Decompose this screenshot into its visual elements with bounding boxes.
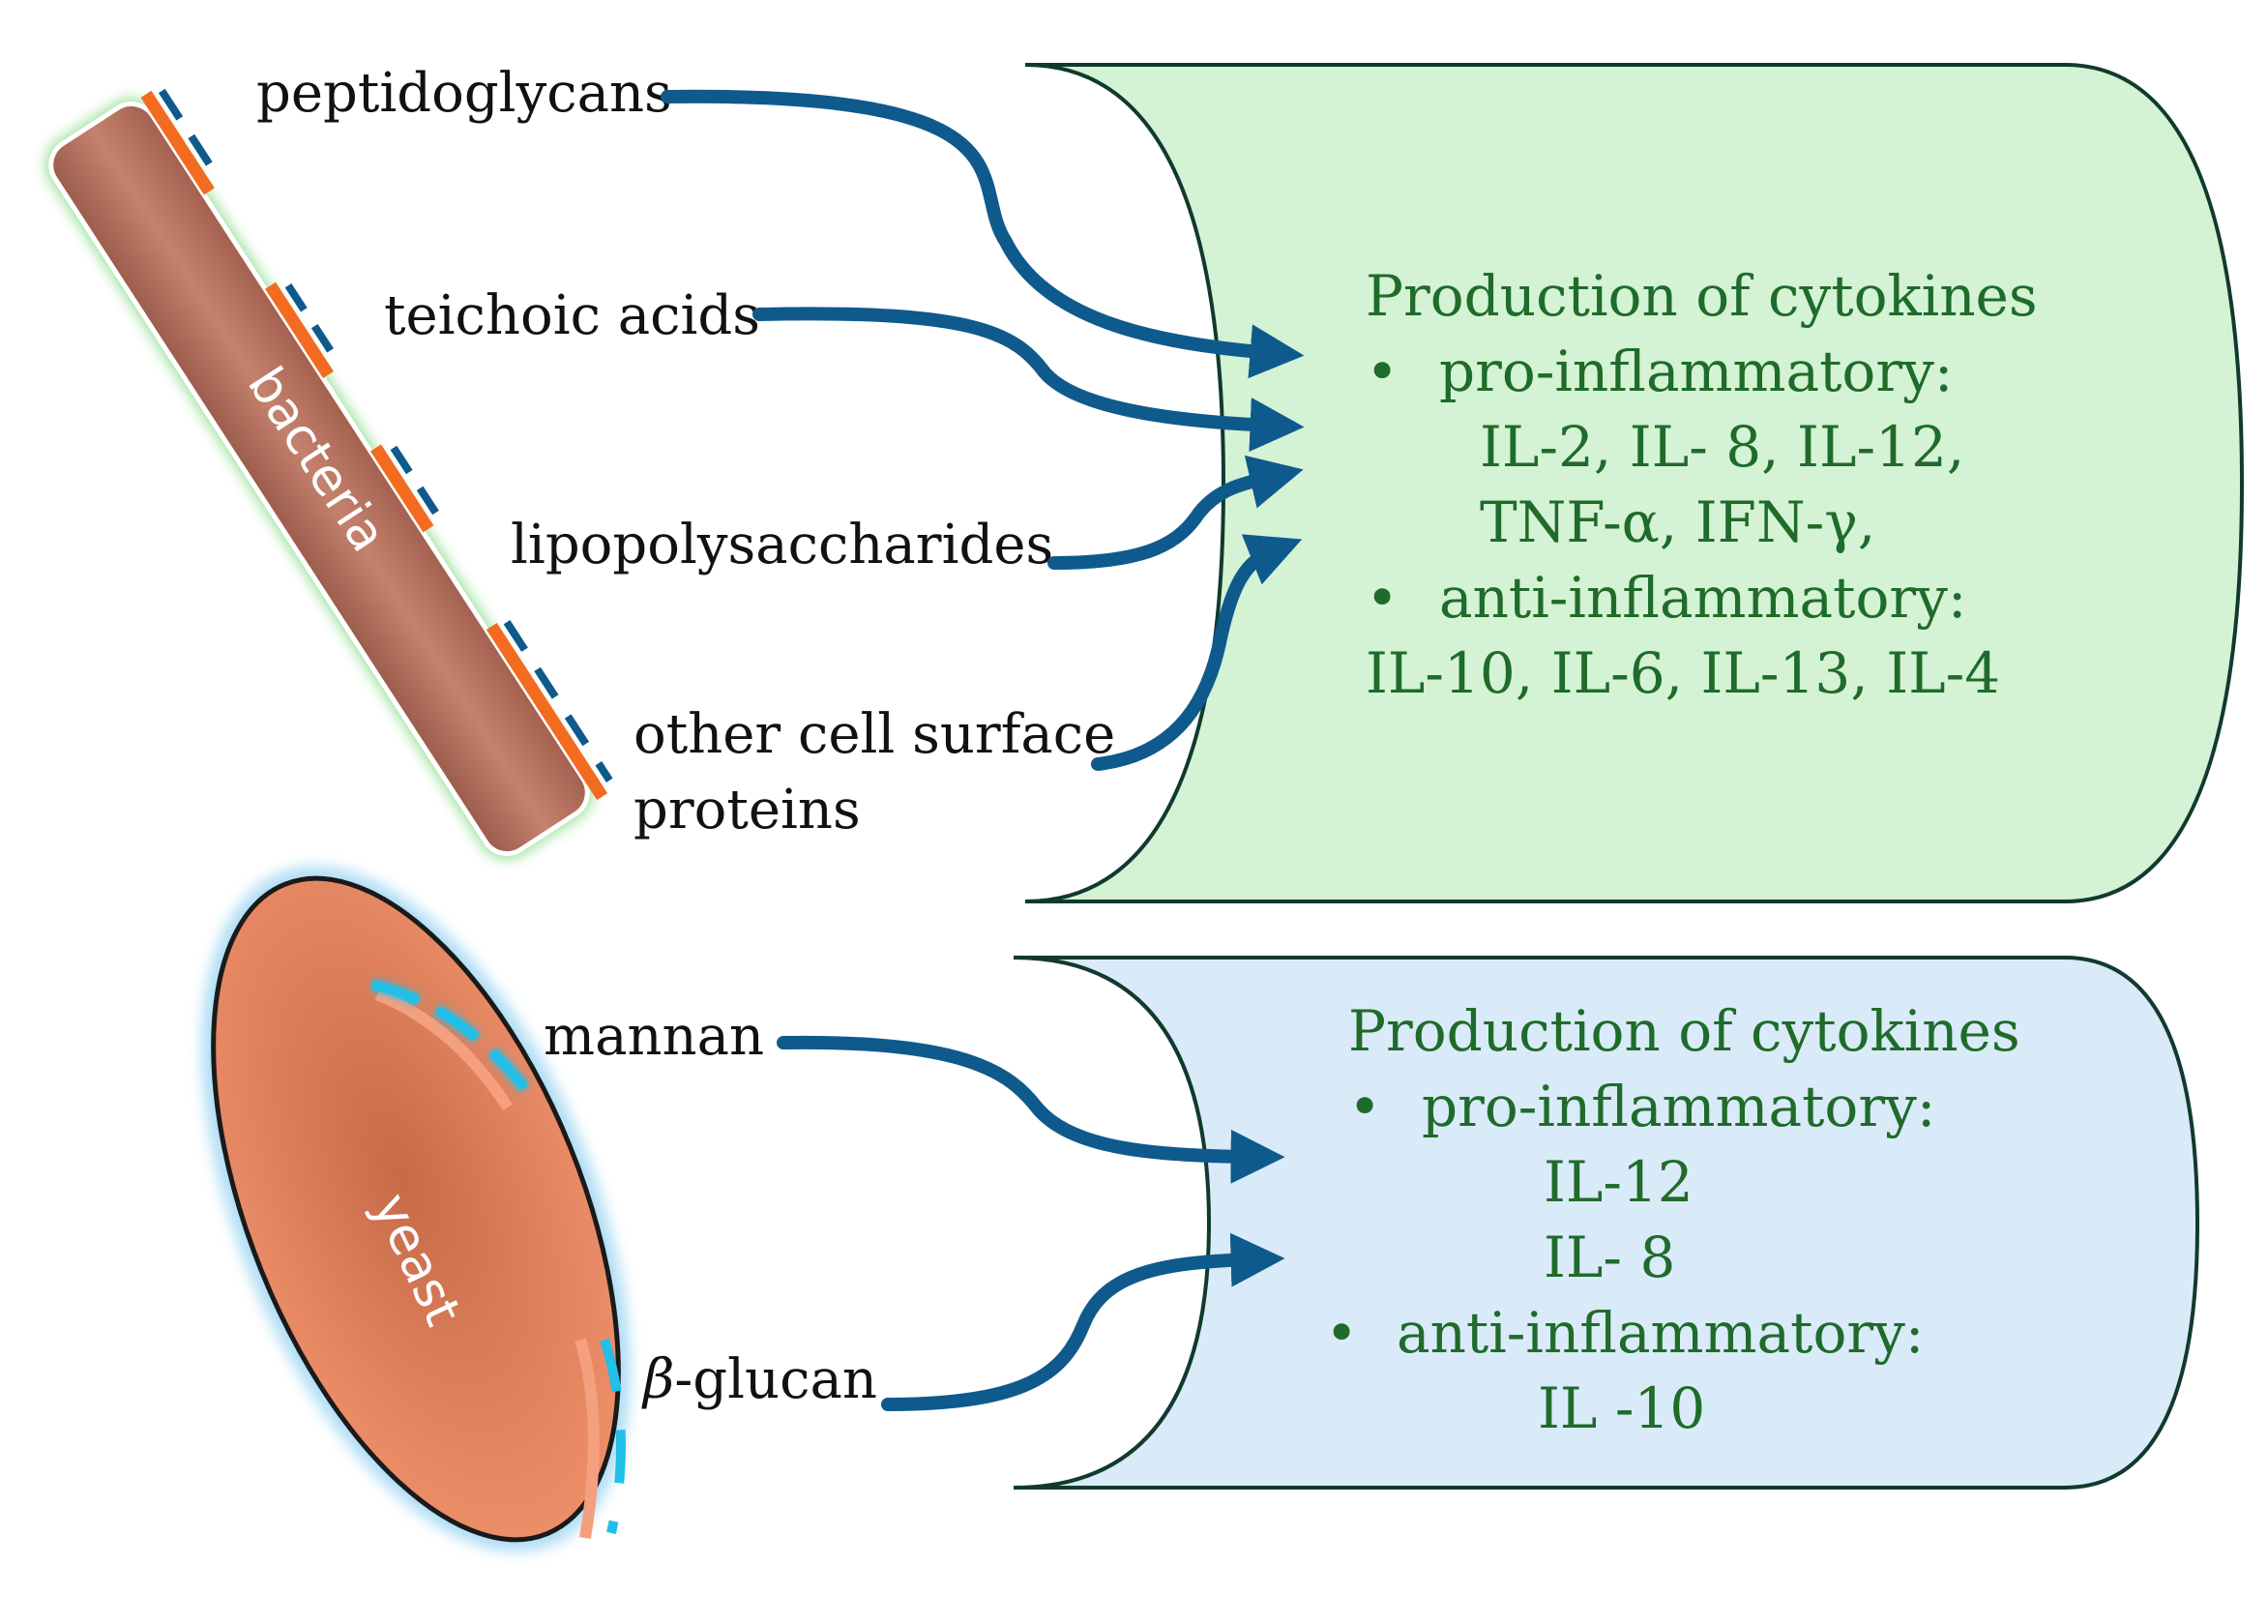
yeast-pro-line-1: IL-12 xyxy=(1544,1149,1694,1215)
yeast-anti-bullet: • xyxy=(1325,1300,1358,1366)
yeast-component-labels: mannan β-glucan xyxy=(544,1005,877,1411)
other-proteins-arrow xyxy=(1091,534,1303,771)
teichoic-acids-label: teichoic acids xyxy=(384,284,760,347)
teichoic-acids-arrow xyxy=(752,307,1305,452)
yeast-surface-components xyxy=(370,979,626,1539)
beta-glucan-label: β-glucan xyxy=(641,1348,877,1411)
mannan-label: mannan xyxy=(544,1005,764,1068)
other-proteins-label-line-1: other cell surface xyxy=(633,703,1115,766)
bacteria-pro-label: pro-inflammatory: xyxy=(1439,339,1953,404)
bacteria-anti-label: anti-inflammatory: xyxy=(1439,565,1966,631)
bacteria-arrows xyxy=(661,89,1305,771)
other-proteins-label-line-2: proteins xyxy=(633,779,861,842)
mannan-arrow xyxy=(777,1035,1285,1184)
bacteria-anti-bullet: • xyxy=(1366,565,1399,631)
yeast-box-title: Production of cytokines xyxy=(1348,998,2020,1064)
yeast-pro-label: pro-inflammatory: xyxy=(1422,1074,1935,1139)
bacteria-pro-bullet: • xyxy=(1366,339,1399,404)
beta-symbol: β xyxy=(641,1348,674,1411)
yeast-cytokine-box xyxy=(1013,956,2200,1490)
beta-glucan-arrow xyxy=(881,1232,1285,1411)
yeast-arrows xyxy=(777,1035,1285,1411)
bacteria-component-labels: peptidoglycans teichoic acids lipopolysa… xyxy=(256,62,1115,842)
yeast-pro-line-2: IL- 8 xyxy=(1544,1225,1675,1290)
bacteria-pro-line-2: TNF-α, IFN-γ, xyxy=(1480,489,1875,555)
bacteria-cytokine-panel: Production of cytokines • pro-inflammato… xyxy=(1024,63,2245,903)
glucan-text: -glucan xyxy=(674,1348,877,1411)
bacteria-anti-line-1: IL-10, IL-6, IL-13, IL-4 xyxy=(1366,640,2000,706)
bacteria-surface-components xyxy=(140,88,613,801)
yeast-body xyxy=(211,875,621,1543)
bacteria-pro-line-1: IL-2, IL- 8, IL-12, xyxy=(1480,414,1964,480)
peptidoglycans-arrow xyxy=(661,89,1305,379)
yeast-cytokine-panel: Production of cytokines • pro-inflammato… xyxy=(1013,956,2200,1490)
lipopolysaccharides-label: lipopolysaccharides xyxy=(511,514,1053,576)
yeast-pro-bullet: • xyxy=(1348,1074,1381,1139)
bacteria-cell xyxy=(45,88,613,859)
peptidoglycans-label: peptidoglycans xyxy=(256,62,672,125)
bacteria-cytokine-box xyxy=(1024,63,2245,903)
yeast-anti-line-1: IL -10 xyxy=(1538,1375,1705,1441)
lipopolysaccharides-arrow xyxy=(1047,455,1304,570)
bacteria-box-title: Production of cytokines xyxy=(1366,263,2038,329)
yeast-cell xyxy=(201,866,631,1552)
yeast-anti-label: anti-inflammatory: xyxy=(1397,1300,1924,1366)
bacteria-body xyxy=(48,101,590,857)
